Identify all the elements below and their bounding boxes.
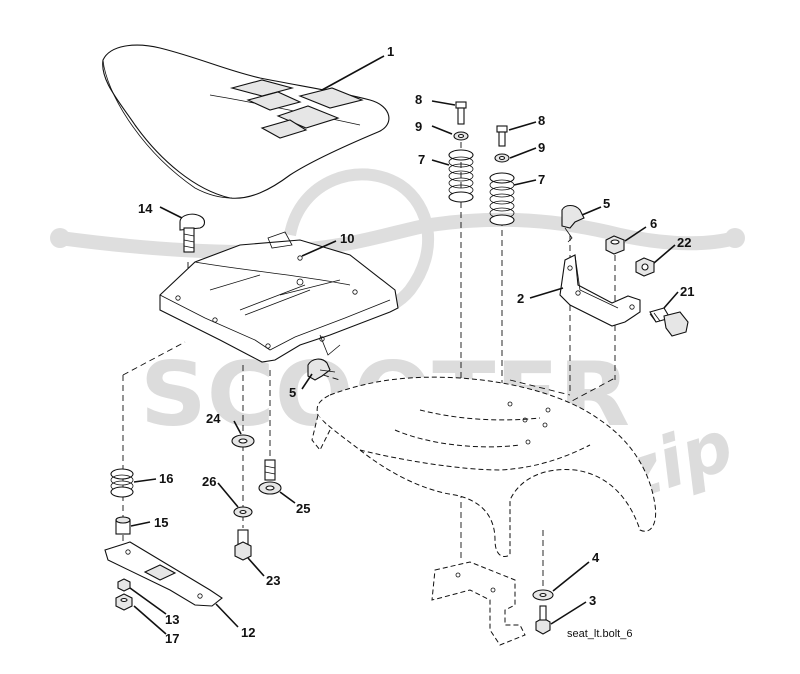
seat-bracket-2 [559, 254, 641, 327]
callout-22: 22 [677, 235, 691, 250]
shoulder-bolt-25 [258, 459, 282, 495]
callout-23: 23 [266, 573, 280, 588]
callout-9-left: 9 [415, 119, 422, 134]
bolt-23 [234, 529, 252, 561]
washer-9-left [453, 131, 469, 141]
callout-5-lower: 5 [289, 385, 296, 400]
callout-24: 24 [206, 411, 221, 426]
callout-8-left: 8 [415, 92, 422, 107]
callout-17: 17 [165, 631, 179, 646]
washer-9-right [494, 153, 510, 163]
bolt-3 [535, 605, 551, 635]
callout-9-right: 9 [538, 140, 545, 155]
callout-1: 1 [387, 44, 394, 59]
callout-7-right: 7 [538, 172, 545, 187]
drawing-reference: seat_lt.bolt_6 [567, 628, 632, 640]
callout-16: 16 [159, 471, 173, 486]
callout-6: 6 [650, 216, 657, 231]
callout-25: 25 [296, 501, 310, 516]
callout-14: 14 [138, 201, 153, 216]
rear-fender-frame [311, 376, 657, 646]
clip-5-upper [561, 204, 585, 243]
adjuster-plate-12 [104, 541, 223, 607]
nut-6 [605, 235, 625, 255]
nut-13 [117, 578, 131, 592]
callout-7-left: 7 [418, 152, 425, 167]
seat-pan [159, 231, 399, 363]
callout-13: 13 [165, 612, 179, 627]
callout-5-upper: 5 [603, 196, 610, 211]
carriage-bolt-14 [179, 213, 206, 253]
callout-21: 21 [680, 284, 694, 299]
callout-labels: 1 2 3 4 5 5 6 7 7 8 8 9 9 10 12 13 14 15… [138, 44, 694, 646]
spring-16 [110, 468, 134, 498]
spring-7-right [489, 172, 515, 226]
bolt-8-right [496, 125, 508, 147]
callout-12: 12 [241, 625, 255, 640]
callout-3: 3 [589, 593, 596, 608]
nut-17 [115, 593, 133, 611]
callout-2: 2 [517, 291, 524, 306]
spring-7-left [448, 149, 474, 203]
watermark-dot-right [725, 228, 745, 248]
watermark-dot-left [50, 228, 70, 248]
callout-15: 15 [154, 515, 168, 530]
spacer-15 [115, 516, 131, 535]
callout-26: 26 [202, 474, 216, 489]
clip-5-lower [307, 358, 336, 381]
knob-bolt-21 [649, 307, 689, 337]
callout-8-right: 8 [538, 113, 545, 128]
nut-22 [635, 257, 655, 277]
washer-4 [532, 589, 554, 601]
callout-4: 4 [592, 550, 600, 565]
seat-cushion [102, 44, 390, 199]
leader-lines [129, 55, 679, 635]
washer-24 [231, 434, 255, 448]
washer-26 [233, 506, 253, 518]
callout-10: 10 [340, 231, 354, 246]
bolt-8-left [455, 101, 467, 125]
